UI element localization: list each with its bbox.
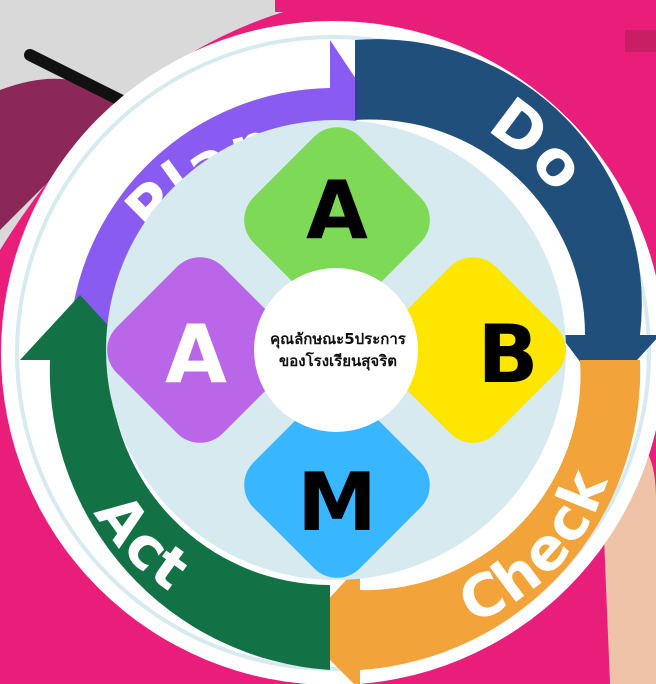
do-arrow	[355, 39, 656, 395]
background-gray-shape	[0, 0, 330, 250]
act-arrow	[20, 295, 330, 670]
corner-accent	[625, 30, 656, 52]
petal-left	[107, 257, 293, 443]
petal-left-letter: A	[165, 308, 227, 401]
petal-top-letter: A	[306, 164, 368, 257]
petal-bottom-letter: M	[297, 456, 377, 549]
petal-right-letter: B	[478, 308, 539, 401]
top-accent	[275, 0, 415, 12]
center-text-line1: คุณลักษณะ5ประการ	[270, 330, 407, 349]
background-dark-shape	[0, 78, 120, 230]
center-text-line2: ของโรงเรียนสุจริต	[279, 351, 397, 371]
decorative-line	[24, 49, 136, 111]
plan-arrow	[70, 40, 370, 330]
check-arrow	[300, 360, 641, 684]
center-circle	[254, 268, 418, 432]
petal-top	[244, 127, 430, 313]
petal-right	[380, 257, 566, 443]
petal-bottom	[244, 392, 430, 578]
